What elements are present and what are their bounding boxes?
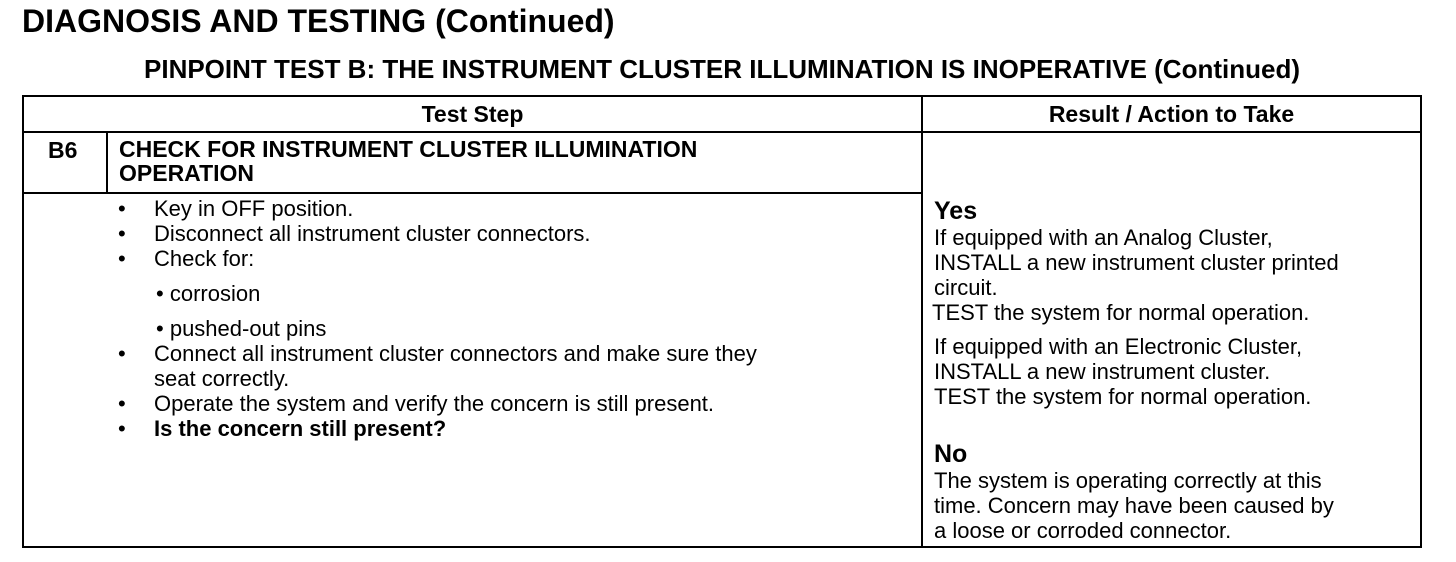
instruction-text: Key in OFF position.: [154, 196, 354, 221]
pinpoint-test-title: PINPOINT TEST B: THE INSTRUMENT CLUSTER …: [144, 54, 1300, 84]
instruction-line: Connect all instrument cluster connector…: [154, 341, 757, 366]
result-action-header: Result / Action to Take: [1048, 101, 1295, 127]
result-yes-label: Yes: [934, 197, 978, 225]
step-title-divider: [24, 192, 921, 194]
test-step-header: Test Step: [421, 101, 524, 127]
result-no: No The system is operating correctly at …: [934, 440, 1334, 544]
result-line: TEST the system for normal operation.: [934, 384, 1312, 409]
instruction-text: Operate the system and verify the concer…: [154, 391, 715, 416]
bullet-icon: •: [118, 341, 126, 366]
step-instructions: • Key in OFF position. • Disconnect all …: [116, 196, 757, 441]
instruction-text: Disconnect all instrument cluster connec…: [154, 221, 591, 246]
step-title-line-2: OPERATION: [119, 160, 255, 186]
result-line: TEST the system for normal operation.: [932, 300, 1310, 325]
bullet-icon: •: [118, 246, 126, 271]
result-no-label: No: [934, 440, 968, 468]
result-line: a loose or corroded connector.: [934, 518, 1232, 543]
instruction-line: seat correctly.: [154, 366, 290, 391]
pinpoint-test-table: Test Step Result / Action to Take B6 CHE…: [22, 95, 1422, 548]
sub-item: • pushed-out pins: [116, 316, 757, 341]
bullet-icon: •: [118, 416, 126, 441]
sub-bullet-icon: •: [156, 281, 164, 306]
instruction-item: • Disconnect all instrument cluster conn…: [116, 221, 757, 246]
header-divider: [24, 131, 1420, 133]
column-divider: [921, 97, 923, 546]
instruction-item: • Key in OFF position.: [116, 196, 757, 221]
instruction-question: Is the concern still present?: [154, 416, 447, 441]
result-line: The system is operating correctly at thi…: [934, 468, 1322, 493]
instruction-text: Connect all instrument cluster connector…: [154, 341, 757, 391]
result-line: circuit.: [934, 275, 998, 300]
result-line: If equipped with an Analog Cluster,: [934, 225, 1273, 250]
result-line: If equipped with an Electronic Cluster,: [934, 334, 1303, 359]
instruction-item: • Connect all instrument cluster connect…: [116, 341, 757, 391]
bullet-icon: •: [118, 196, 126, 221]
step-title-line-1: CHECK FOR INSTRUMENT CLUSTER ILLUMINATIO…: [119, 136, 698, 162]
bullet-icon: •: [118, 391, 126, 416]
step-title: CHECK FOR INSTRUMENT CLUSTER ILLUMINATIO…: [119, 137, 697, 185]
sub-item-text: corrosion: [169, 281, 261, 306]
result-yes: Yes If equipped with an Analog Cluster, …: [932, 197, 1339, 410]
step-id: B6: [48, 137, 78, 163]
step-id-divider: [106, 131, 108, 192]
result-line: INSTALL a new instrument cluster.: [934, 359, 1271, 384]
page-title: DIAGNOSIS AND TESTING (Continued): [22, 3, 615, 39]
instruction-item: • Check for:: [116, 246, 757, 271]
instruction-text: Check for:: [154, 246, 255, 271]
result-line: time. Concern may have been caused by: [934, 493, 1334, 518]
instruction-item: • Operate the system and verify the conc…: [116, 391, 757, 416]
bullet-icon: •: [118, 221, 126, 246]
result-line: INSTALL a new instrument cluster printed: [934, 250, 1339, 275]
sub-item-text: pushed-out pins: [169, 316, 327, 341]
instruction-item: • Is the concern still present?: [116, 416, 757, 441]
sub-item: • corrosion: [116, 281, 757, 306]
sub-bullet-icon: •: [156, 316, 164, 341]
